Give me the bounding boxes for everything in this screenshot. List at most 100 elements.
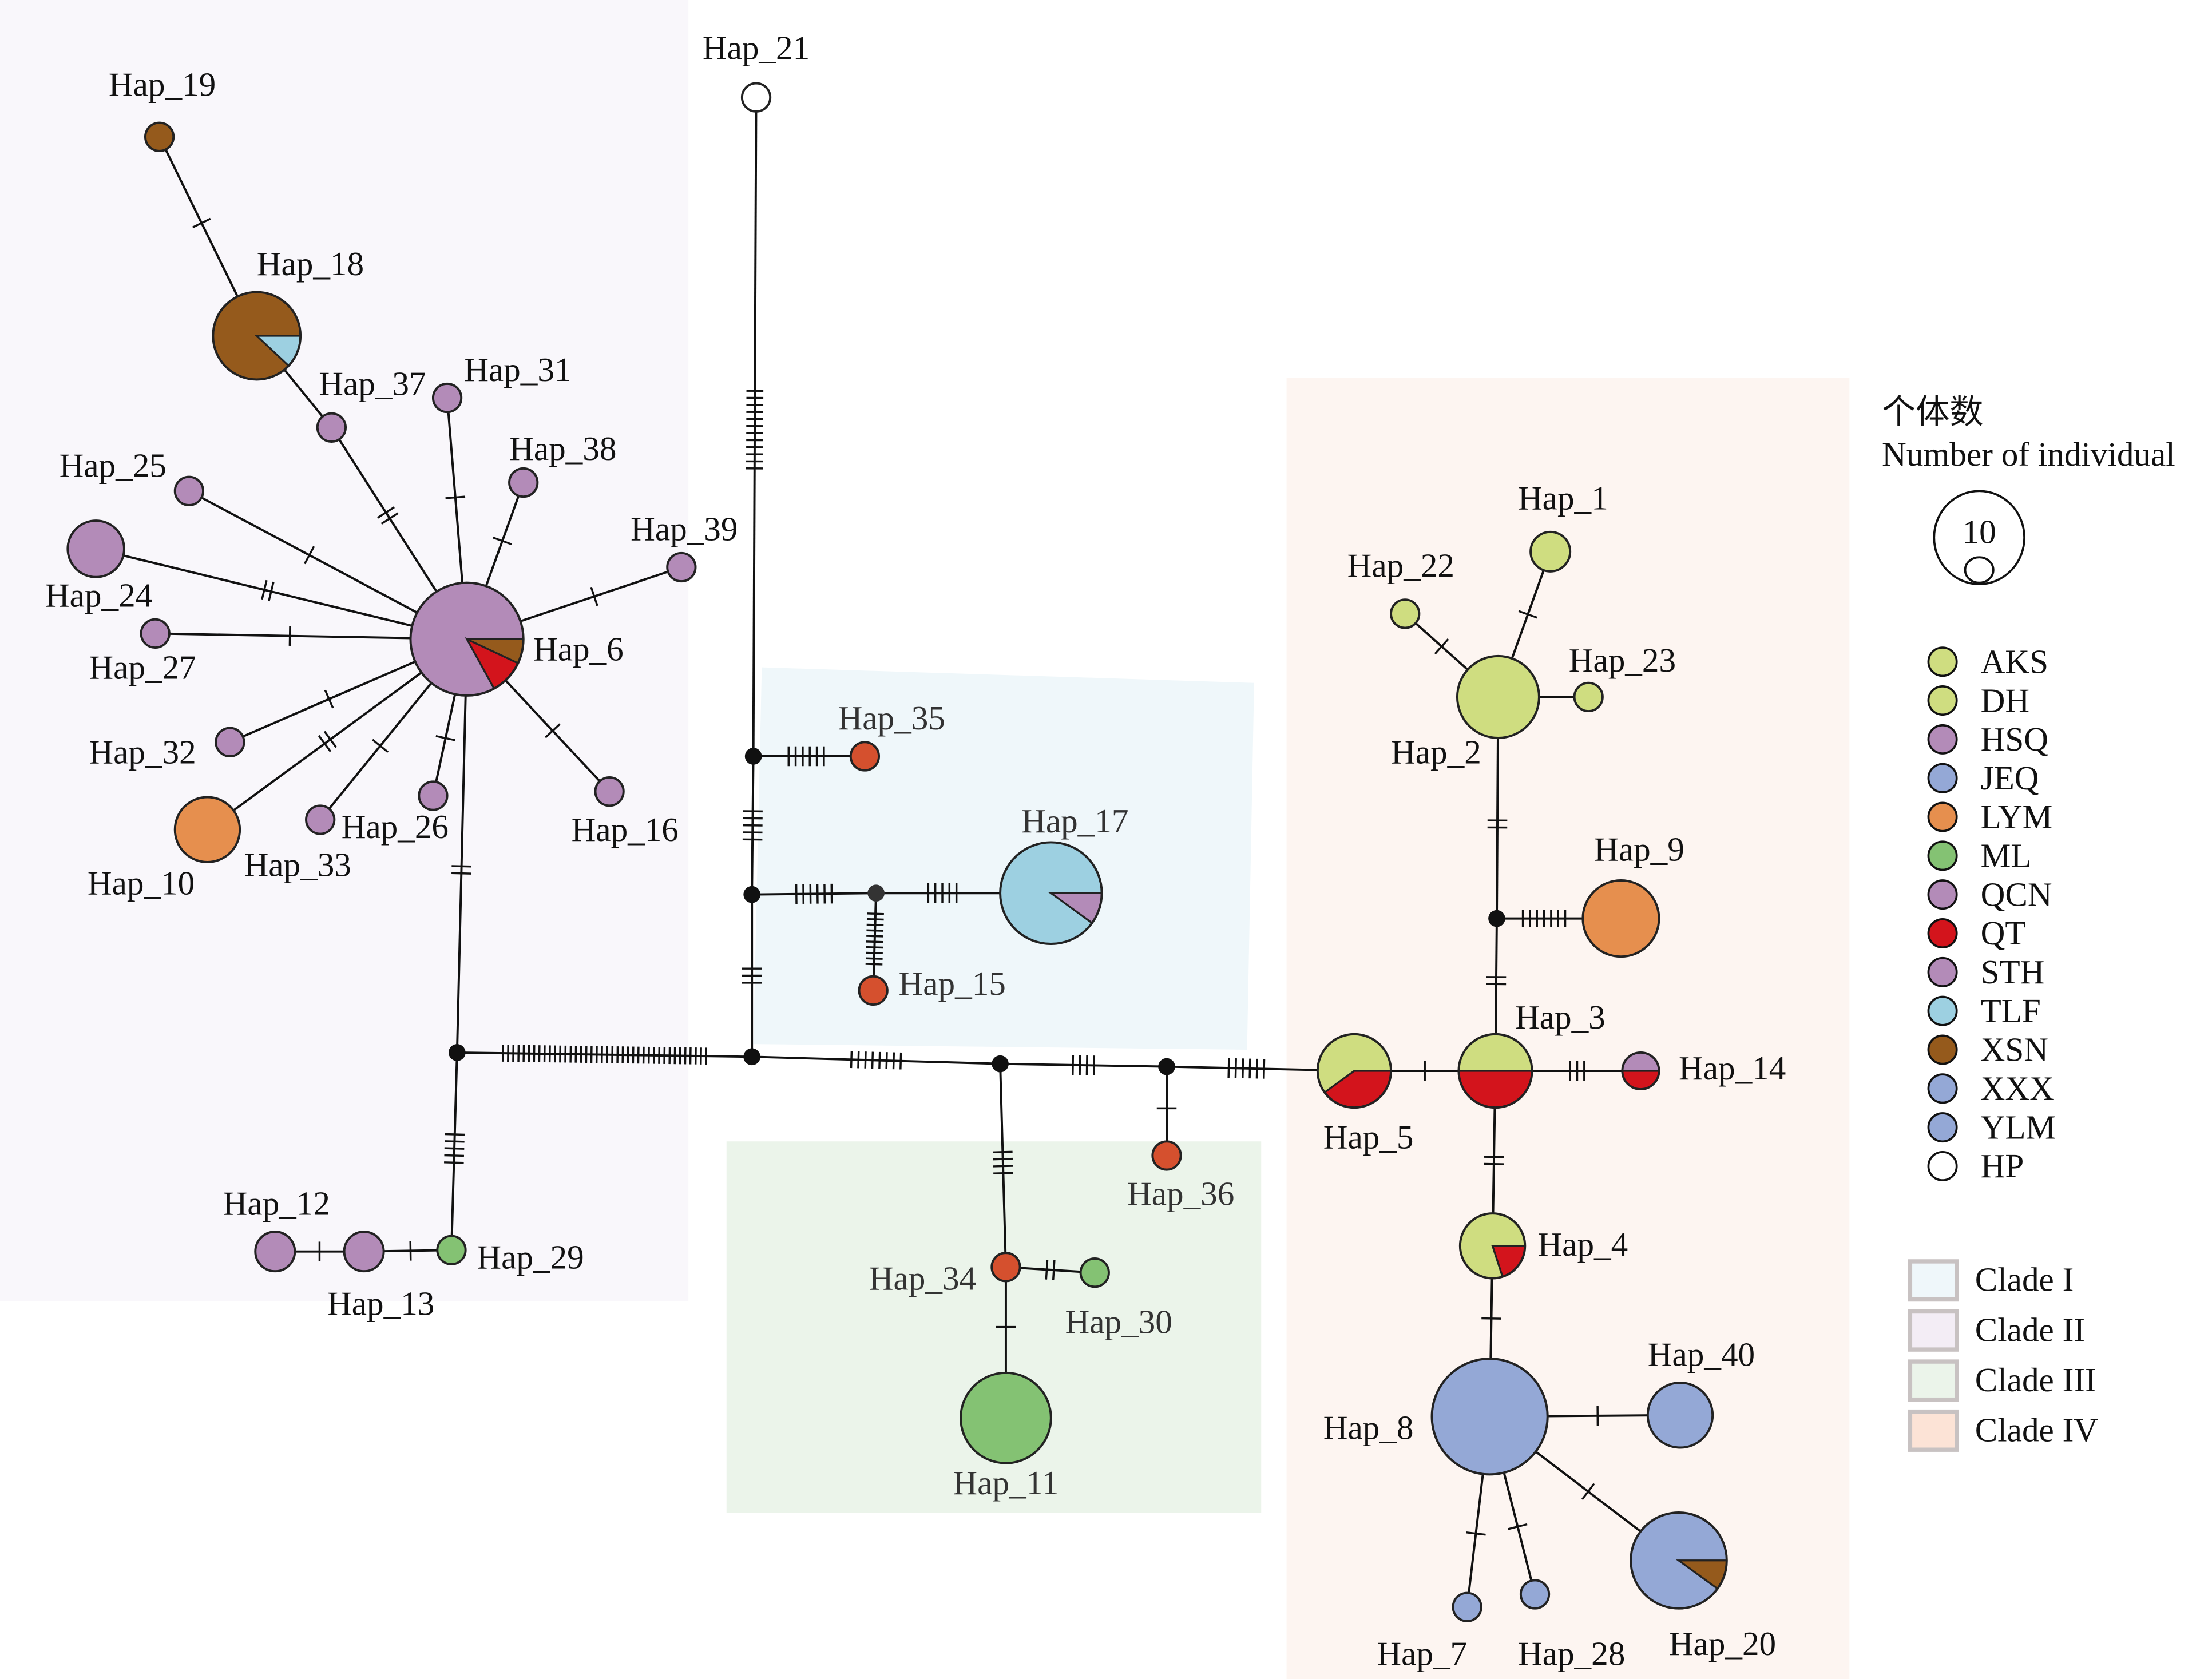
haplotype-node-hap-35	[849, 741, 881, 772]
mutation-ticks	[1487, 819, 1508, 829]
legend: 个体数 Number of individual 10 AKSDHHSQJEQL…	[1882, 393, 2175, 1452]
haplotype-circle	[1079, 1257, 1110, 1288]
mutation-ticks	[927, 883, 958, 903]
haplotype-circle	[1452, 1591, 1482, 1622]
mutation-tick	[865, 957, 883, 960]
mutation-ticks	[318, 731, 337, 752]
haplotype-node-hap-23	[1573, 681, 1604, 713]
haplotype-label: Hap_6	[533, 630, 624, 668]
mutation-ticks	[787, 746, 825, 767]
median-vector-node	[743, 886, 760, 903]
haplotype-outline	[1630, 1511, 1728, 1610]
legend-label: STH	[1981, 953, 2045, 991]
haplotype-node-hap-1	[1529, 530, 1572, 573]
mutation-tick	[303, 546, 315, 565]
legend-label: JEQ	[1981, 759, 2039, 797]
haplotype-label: Hap_21	[703, 29, 810, 67]
mutation-ticks	[865, 912, 884, 966]
haplotype-label: Hap_20	[1669, 1625, 1776, 1662]
mutation-tick	[409, 1241, 412, 1261]
mutation-tick	[864, 1051, 867, 1069]
clade-swatch-2	[1908, 1309, 1959, 1352]
haplotype-node-hap-22	[1390, 598, 1421, 629]
median-vector-node	[1158, 1058, 1175, 1075]
haplotype-outline	[999, 841, 1103, 945]
mutation-tick	[850, 1051, 853, 1069]
mutation-tick	[444, 1154, 465, 1157]
legend-label: YLM	[1981, 1108, 2056, 1146]
legend-swatch-ylm	[1927, 1112, 1958, 1143]
legend-swatch-sth	[1927, 956, 1958, 987]
haplotype-outline	[1621, 1051, 1660, 1091]
mutation-tick	[377, 506, 395, 519]
mutation-ticks	[1521, 910, 1567, 927]
clade-region-clade-i	[753, 667, 1254, 1050]
legend-label: XXX	[1981, 1070, 2054, 1108]
clade-swatch-1	[1908, 1259, 1959, 1302]
haplotype-label: Hap_26	[342, 808, 449, 846]
clade-swatch-4	[1908, 1409, 1959, 1452]
mutation-ticks	[742, 810, 763, 841]
haplotype-label: Hap_34	[869, 1259, 976, 1297]
mutation-tick	[435, 735, 455, 741]
clade-label: Clade I	[1975, 1261, 2074, 1299]
haplotype-node-hap-36	[1151, 1140, 1182, 1171]
mutation-tick	[1052, 1260, 1056, 1280]
mutation-tick	[1227, 1058, 1230, 1078]
mutation-ticks	[850, 1051, 902, 1070]
haplotype-node-hap-37	[316, 412, 347, 443]
haplotype-label: Hap_35	[838, 699, 945, 737]
clade-region-clade-ii	[0, 0, 689, 1301]
haplotype-label: Hap_24	[45, 577, 152, 614]
mutation-ticks	[1484, 1156, 1504, 1165]
haplotype-node-hap-6	[409, 581, 525, 697]
haplotype-circle	[140, 618, 171, 649]
legend-swatch-aks	[1927, 646, 1958, 677]
mutation-tick	[1518, 610, 1538, 619]
legend-swatch-xxx	[1927, 1073, 1958, 1104]
mutation-tick	[1234, 1058, 1237, 1078]
edge-mv2-mv6	[752, 1055, 1001, 1065]
median-vector-node	[449, 1044, 466, 1061]
haplotype-label: Hap_2	[1391, 733, 1481, 771]
edge-mv1-Hap_29	[450, 1052, 458, 1251]
haplotype-circle	[305, 804, 336, 835]
mutation-ticks	[590, 586, 598, 606]
edge-mv1-mv2	[457, 1051, 752, 1058]
clade-swatch-3	[1908, 1359, 1959, 1402]
haplotype-node-hap-40	[1646, 1382, 1714, 1449]
haplotype-circle	[990, 1252, 1021, 1283]
haplotype-node-hap-9	[1581, 879, 1660, 958]
haplotype-label: Hap_29	[477, 1238, 584, 1276]
mutation-tick	[590, 586, 598, 606]
haplotype-node-hap-33	[305, 804, 336, 835]
mutation-tick	[866, 951, 883, 955]
clade-label: Clade IV	[1975, 1411, 2098, 1448]
haplotype-circle	[1456, 654, 1540, 739]
legend-label: AKS	[1981, 642, 2048, 680]
haplotype-label: Hap_31	[464, 351, 571, 388]
haplotype-node-hap-10	[173, 796, 241, 863]
mutation-tick	[1255, 1058, 1258, 1079]
mutation-ticks	[501, 1045, 708, 1065]
haplotype-circle	[858, 975, 889, 1006]
haplotype-node-hap-30	[1079, 1257, 1110, 1288]
haplotype-circle	[666, 551, 697, 583]
median-vector-node	[992, 1055, 1009, 1073]
haplotype-label: Hap_30	[1065, 1303, 1172, 1341]
haplotype-label: Hap_5	[1323, 1118, 1414, 1156]
haplotype-circle	[418, 780, 449, 811]
median-vector-node	[744, 748, 762, 765]
legend-swatch-qt	[1927, 918, 1958, 949]
mutation-tick	[857, 1051, 860, 1069]
haplotype-circle	[594, 776, 625, 807]
mutation-tick	[1508, 1523, 1528, 1530]
legend-swatch-hp	[1927, 1150, 1958, 1181]
mutation-tick	[1045, 1260, 1049, 1280]
mutation-tick	[545, 723, 561, 739]
median-vector-node	[867, 884, 885, 902]
mutation-tick	[1581, 1483, 1595, 1501]
haplotype-node-hap-14	[1621, 1051, 1660, 1091]
mutation-tick	[323, 731, 337, 748]
